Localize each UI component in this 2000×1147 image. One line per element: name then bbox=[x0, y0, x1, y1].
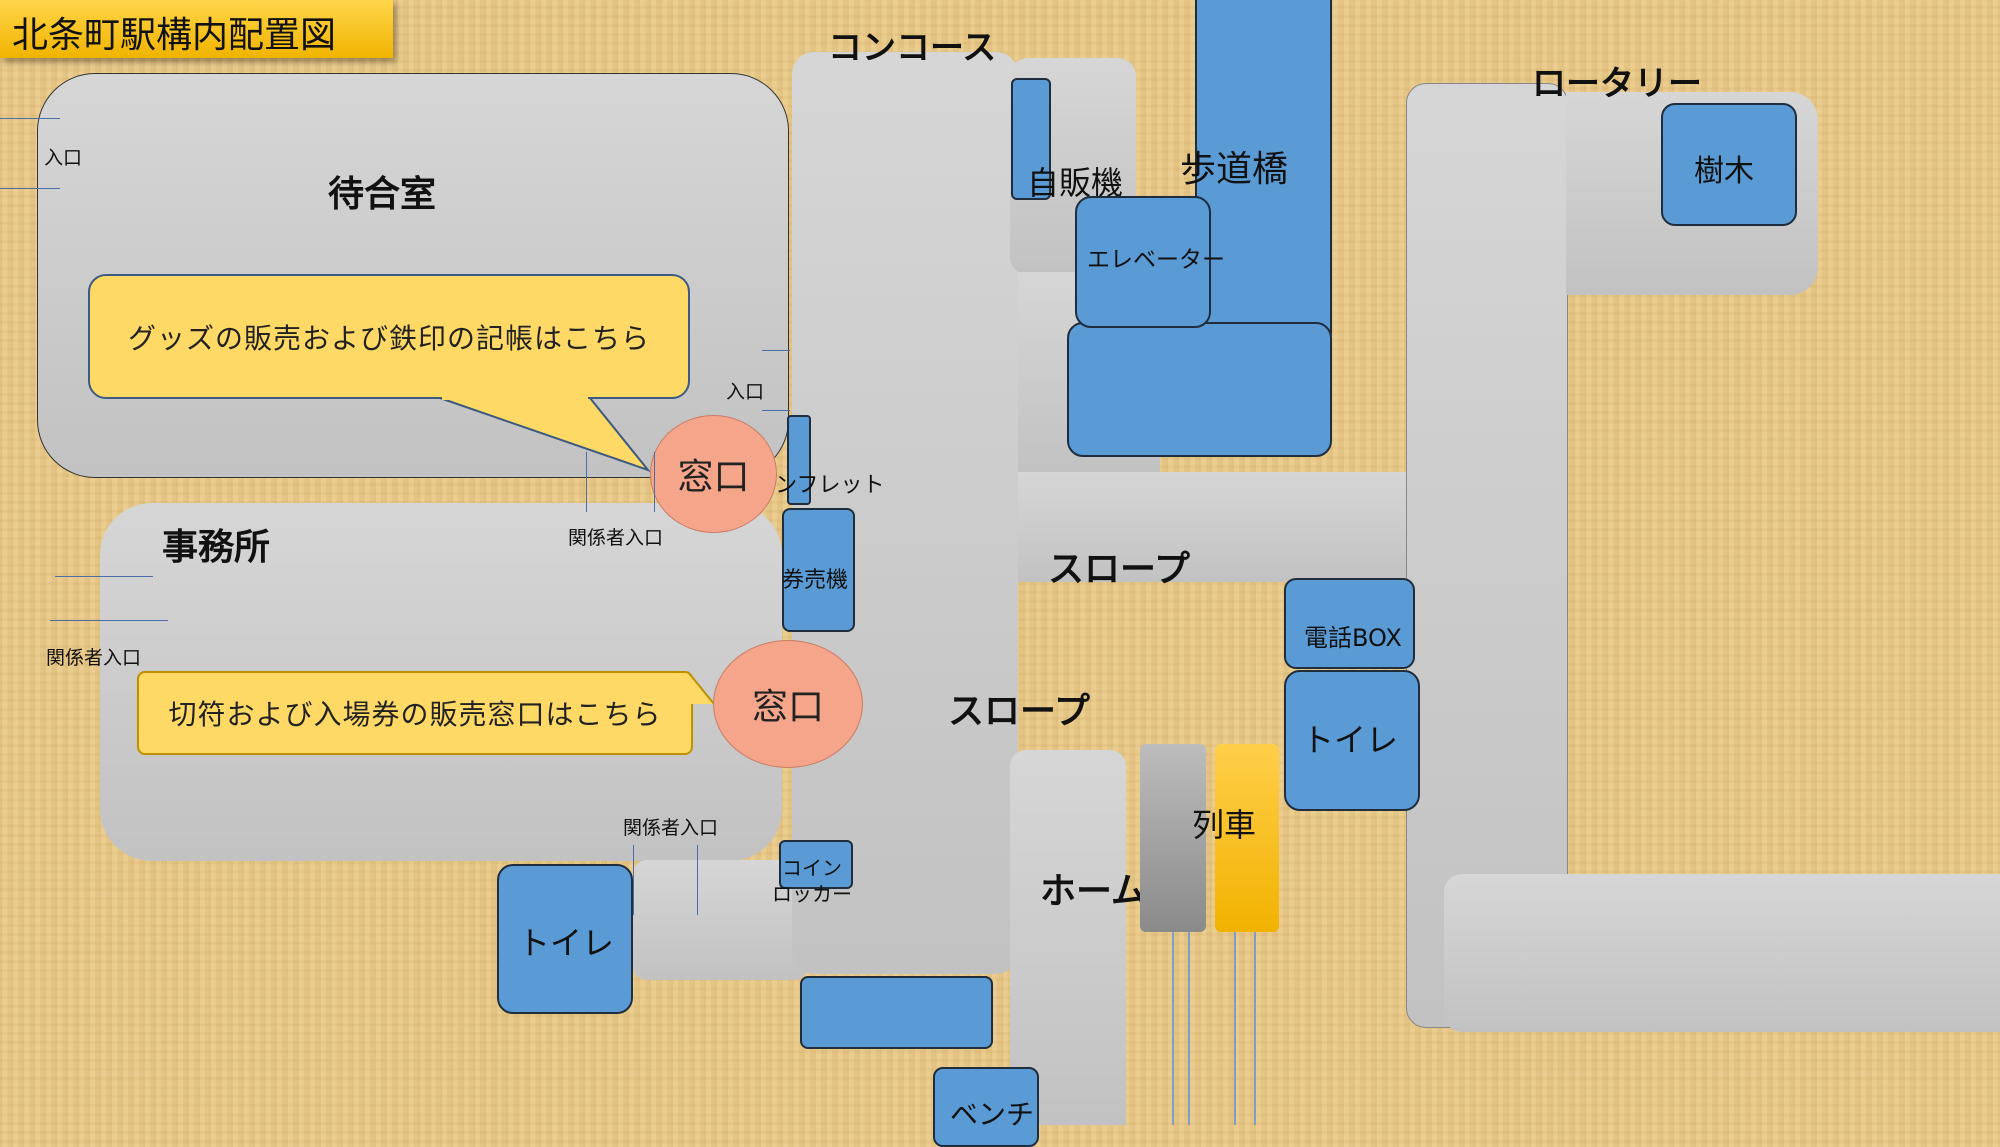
window-upper[interactable]: 窓口 bbox=[650, 415, 777, 533]
staff-entrance-line bbox=[654, 452, 655, 512]
staff-entrance-line bbox=[633, 845, 634, 915]
tickets-callout-tail bbox=[687, 671, 715, 705]
staff-entrance-label-3: 関係者入口 bbox=[623, 817, 719, 839]
train-label: 列車 bbox=[1192, 806, 1257, 844]
elevator-label: エレベーター bbox=[1087, 247, 1225, 273]
slope-upper[interactable] bbox=[1018, 472, 1426, 582]
footbridge[interactable] bbox=[1195, 0, 1332, 345]
staff-entrance-line bbox=[697, 845, 698, 915]
track-line bbox=[1172, 932, 1174, 1125]
goods-callout-tail bbox=[439, 396, 651, 473]
window-lower[interactable]: 窓口 bbox=[713, 640, 863, 768]
rotary-bottom bbox=[1444, 874, 2000, 1032]
page-title: 北条町駅構内配置図 bbox=[12, 15, 337, 56]
concourse-bottom-block bbox=[800, 976, 993, 1049]
train-car-gray bbox=[1140, 744, 1206, 932]
entrance-left-label: 入口 bbox=[44, 147, 83, 169]
coin-locker-label-2: ロッカー bbox=[772, 882, 852, 906]
pamphlet-rack[interactable] bbox=[787, 415, 811, 505]
toilet-left-label: トイレ bbox=[518, 924, 615, 962]
staff-entrance-label-1: 関係者入口 bbox=[568, 527, 664, 549]
page-title-banner bbox=[0, 0, 393, 58]
entrance-line bbox=[762, 410, 790, 411]
ticket-machine-label: 券売機 bbox=[782, 568, 849, 593]
track-line bbox=[1234, 932, 1236, 1125]
goods-callout: グッズの販売および鉄印の記帳はこちら bbox=[88, 274, 690, 399]
vending-machine-label: 自販機 bbox=[1027, 164, 1124, 202]
footbridge-stairs bbox=[1067, 322, 1332, 457]
entrance-line bbox=[0, 188, 60, 189]
track-line bbox=[1188, 932, 1190, 1125]
elevator[interactable] bbox=[1075, 196, 1211, 328]
office-label: 事務所 bbox=[162, 527, 271, 568]
staff-entrance-line bbox=[50, 620, 168, 621]
tickets-callout: 切符および入場券の販売窓口はこちら bbox=[137, 671, 693, 755]
track-line bbox=[1254, 932, 1256, 1125]
slope-lower-label: スロープ bbox=[948, 691, 1090, 732]
entrance-concourse-label: 入口 bbox=[726, 381, 765, 403]
waiting-room-label: 待合室 bbox=[328, 174, 437, 215]
tree[interactable] bbox=[1661, 103, 1797, 226]
platform[interactable] bbox=[1010, 750, 1126, 1125]
staff-entrance-line bbox=[586, 452, 587, 512]
concourse-label: コンコース bbox=[828, 28, 997, 68]
toilet-right[interactable] bbox=[1284, 670, 1420, 811]
entrance-line bbox=[0, 118, 60, 119]
tree-label: 樹木 bbox=[1694, 154, 1754, 189]
bench-label: ベンチ bbox=[950, 1098, 1035, 1131]
staff-entrance-line bbox=[55, 576, 153, 577]
rotary-vertical[interactable] bbox=[1406, 83, 1568, 1028]
toilet-right-label: トイレ bbox=[1302, 721, 1399, 759]
coin-locker-label-1: コイン bbox=[782, 856, 842, 880]
vending-machine[interactable] bbox=[1011, 78, 1051, 200]
slope-upper-label: スロープ bbox=[1048, 549, 1190, 590]
train[interactable] bbox=[1215, 744, 1279, 932]
toilet-left[interactable] bbox=[497, 864, 633, 1014]
coin-locker[interactable] bbox=[779, 840, 853, 889]
platform-label: ホーム bbox=[1040, 871, 1147, 912]
phone-box-label: 電話BOX bbox=[1304, 624, 1402, 652]
phone-box[interactable] bbox=[1284, 578, 1415, 669]
footbridge-label: 歩道橋 bbox=[1180, 149, 1289, 190]
corridor-room bbox=[633, 860, 808, 980]
ticket-machine[interactable] bbox=[782, 508, 855, 632]
staff-entrance-label-2: 関係者入口 bbox=[46, 647, 142, 669]
rotary-label: ロータリー bbox=[1532, 64, 1702, 104]
entrance-line bbox=[762, 350, 790, 351]
